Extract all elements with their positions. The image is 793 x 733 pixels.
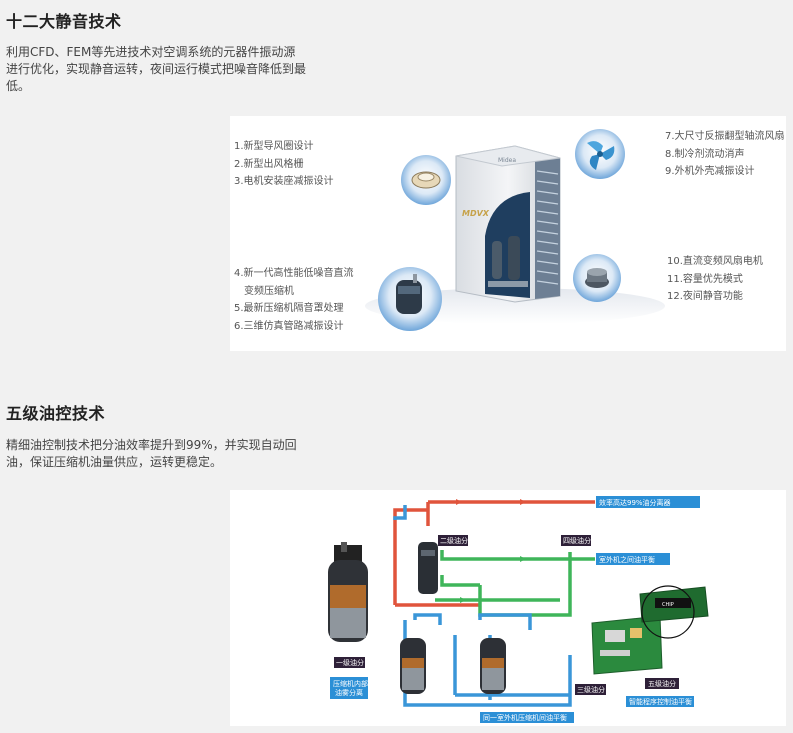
feature-item: 1.新型导风圈设计 [234,141,314,152]
svg-text:三级油分: 三级油分 [577,685,605,694]
section-title-silent-tech: 十二大静音技术 [6,12,122,31]
svg-text:同一室外机压缩机间油平衡: 同一室外机压缩机间油平衡 [483,713,567,722]
axial-fan-bubble [575,129,625,179]
feature-item: 10.直流变频风扇电机 [667,256,763,267]
compressor-right [480,638,506,694]
svg-text:效率高达99%油分离器: 效率高达99%油分离器 [599,498,671,507]
model-badge: MDVX [462,209,490,218]
section-description-silent-tech: 利用CFD、FEM等先进技术对空调系统的元器件振动源进行优化，实现静音运转，夜间… [6,45,307,93]
svg-text:压缩机内部: 压缩机内部 [333,679,368,688]
feature-item: 11.容量优先模式 [667,273,743,285]
silent-tech-diagram: 1.新型导风圈设计 2.新型出风格栅 3.电机安装座减振设计 4.新一代高性能低… [230,116,786,351]
feature-item: 4.新一代高性能低噪音直流 [234,268,354,279]
svg-text:四级油分: 四级油分 [563,536,591,545]
svg-text:油雾分离: 油雾分离 [335,688,363,697]
svg-text:一级油分: 一级油分 [336,658,364,667]
label-compressor-separation: 压缩机内部 油雾分离 [330,677,368,699]
feature-list-right-top: 7.大尺寸反振翻型轴流风扇 8.制冷剂流动消声 9.外机外壳减振设计 [665,128,785,181]
compressor-bubble [378,267,442,331]
feature-list-left-top: 1.新型导风圈设计 2.新型出风格栅 3.电机安装座减振设计 [234,138,334,191]
label-outdoor-balance: 室外机之间油平衡 [596,553,670,565]
dc-fan-motor-bubble [573,254,621,302]
svg-text:室外机之间油平衡: 室外机之间油平衡 [599,555,655,564]
label-same-outdoor-balance: 同一室外机压缩机间油平衡 [480,712,574,723]
feature-item: 变频压缩机 [244,285,294,297]
label-level2: 二级油分 [438,535,468,546]
feature-item: 12.夜间静音功能 [667,291,743,302]
feature-item: 7.大尺寸反振翻型轴流风扇 [665,131,785,142]
compressor-large [328,542,368,642]
feature-item: 8.制冷剂流动消声 [665,148,745,160]
feature-item: 9.外机外壳减振设计 [665,166,755,177]
oil-separator [418,542,438,594]
label-level1: 一级油分 [334,657,365,668]
brand-logo: Midea [498,157,516,164]
svg-text:二级油分: 二级油分 [440,536,468,545]
outdoor-unit: Midea MDVX [455,145,561,303]
air-guide-ring-bubble [401,155,451,205]
label-efficiency: 效率高达99%油分离器 [596,496,700,508]
feature-item: 5.最新压缩机隔音罩处理 [234,303,344,314]
section-description-oil-control: 精细油控制技术把分油效率提升到99%，并实现自动回油，保证压缩机油量供应，运转更… [6,438,297,469]
control-board: CHIP [591,586,709,675]
feature-list-right-bottom: 10.直流变频风扇电机 11.容量优先模式 12.夜间静音功能 [667,253,763,306]
feature-item: 3.电机安装座减振设计 [234,176,334,187]
svg-text:CHIP: CHIP [662,602,674,608]
outdoor-unit-illustration: Midea MDVX [365,129,665,331]
section-title-oil-control: 五级油控技术 [6,404,106,423]
label-smart-program: 智能程序控制油平衡 [626,696,694,707]
svg-text:五级油分: 五级油分 [648,679,676,688]
label-level3: 三级油分 [575,684,606,695]
oil-control-diagram: CHIP 效率高达99%油分离器 二级油分 四级油分 室外机之间油平衡 一级油分… [230,490,786,726]
svg-text:智能程序控制油平衡: 智能程序控制油平衡 [629,697,692,706]
feature-item: 2.新型出风格栅 [234,158,304,170]
label-level5: 五级油分 [645,678,679,689]
compressor-middle [400,638,426,694]
feature-item: 6.三维仿真管路减振设计 [234,320,344,332]
feature-list-left-bottom: 4.新一代高性能低噪音直流 变频压缩机 5.最新压缩机隔音罩处理 6.三维仿真管… [234,265,354,335]
zoom-circle [641,585,695,639]
label-level4: 四级油分 [561,535,591,546]
